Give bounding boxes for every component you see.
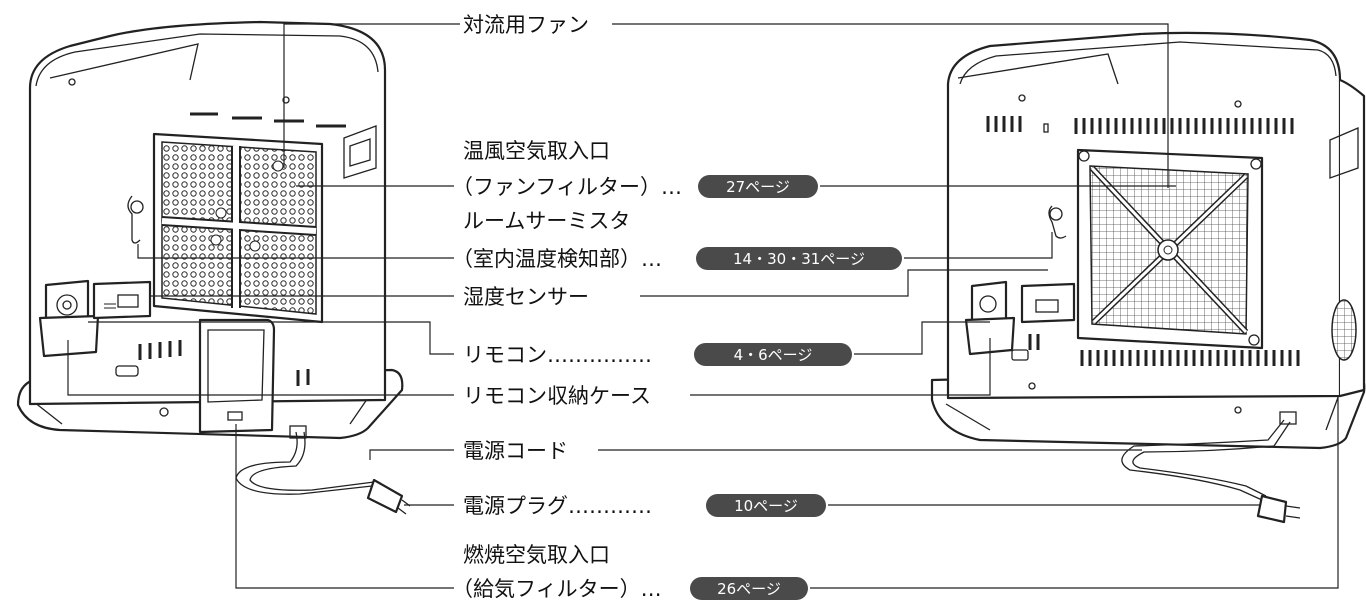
label-fan: 対流用ファン [463,13,589,37]
svg-text:4・6ページ: 4・6ページ [734,346,813,364]
svg-text:27ページ: 27ページ [726,178,790,196]
page-ref-plug: 10ページ [706,494,826,517]
svg-text:14・30・31ページ: 14・30・31ページ [733,250,865,268]
label-remote-case: リモコン収納ケース [463,384,651,408]
page-references: 27ページ 14・30・31ページ 4・6ページ 10ページ 26ページ [690,175,902,600]
label-power-plug: 電源プラグ………… [463,494,652,518]
page-ref-remote: 4・6ページ [694,343,852,366]
labels: 対流用ファン 温風空気取入口 （ファンフィルター）… ルームサーミスタ （室内温… [452,13,682,601]
svg-text:10ページ: 10ページ [734,497,798,515]
label-room-thermistor: ルームサーミスタ [463,209,630,233]
label-humidity-sensor: 湿度センサー [463,285,589,309]
right-heater-illustration [930,31,1366,524]
label-warm-air-inlet: 温風空気取入口 [463,139,610,163]
label-room-temp-sensor: （室内温度検知部）… [452,247,662,271]
page-ref-thermistor: 14・30・31ページ [696,247,902,270]
svg-text:26ページ: 26ページ [717,580,781,598]
page-ref-fan-filter: 27ページ [698,175,818,198]
label-combustion-inlet: 燃焼空気取入口 [463,543,610,567]
page-ref-intake-filter: 26ページ [690,577,808,600]
label-power-cord: 電源コード [463,439,568,463]
label-intake-filter: （給気フィルター）… [452,577,662,601]
label-fan-filter: （ファンフィルター）… [452,175,682,199]
leader-lines [67,23,1339,589]
left-heater-illustration [16,20,411,515]
label-remote: リモコン…………… [463,343,652,367]
